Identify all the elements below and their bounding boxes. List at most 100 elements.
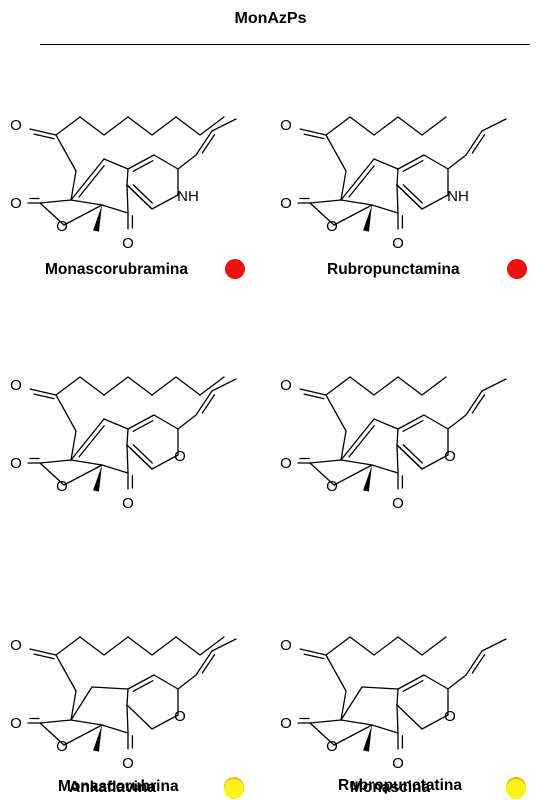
bond: [78, 165, 105, 198]
bond: [340, 690, 347, 721]
lactone-ring-oxygen: O: [56, 478, 68, 495]
ring-nitrogen-nh: NH: [177, 188, 199, 205]
bond: [361, 686, 399, 690]
alkyl-chain-bond: [199, 116, 225, 136]
bond: [481, 118, 507, 132]
bond: [303, 393, 325, 400]
alkyl-chain-bond: [127, 636, 153, 656]
bond: [126, 444, 153, 470]
bond: [70, 430, 77, 461]
bond: [309, 462, 335, 486]
bond: [132, 160, 154, 172]
bond: [421, 454, 449, 470]
bond: [101, 724, 129, 734]
bond: [309, 202, 335, 226]
alkyl-chain-bond: [325, 376, 351, 396]
bond: [340, 418, 375, 461]
bond: [447, 414, 467, 430]
bond: [303, 133, 325, 140]
bond: [299, 648, 327, 656]
ring-oxygen: O: [444, 448, 456, 465]
bond: [396, 184, 399, 214]
bond: [29, 388, 57, 396]
bond: [126, 168, 129, 186]
alkyl-chain-bond: [55, 636, 81, 656]
bond: [371, 724, 399, 734]
color-indicator-dot: [224, 779, 244, 799]
bond: [373, 158, 399, 170]
alkyl-chain-bond: [79, 376, 105, 396]
methyl-wedge-bond: [93, 725, 102, 752]
lactone-carbonyl-oxygen: O: [280, 455, 292, 472]
bond: [340, 459, 373, 466]
bond: [153, 674, 179, 690]
bond: [340, 170, 347, 201]
acyl-carbonyl-oxygen: O: [10, 117, 22, 134]
bond: [423, 414, 449, 430]
bond: [397, 674, 425, 690]
lactone-carbonyl-oxygen: O: [280, 195, 292, 212]
alkyl-chain-bond: [325, 636, 351, 656]
ketone-oxygen: O: [122, 495, 134, 512]
bond: [303, 653, 325, 660]
bond: [340, 719, 373, 726]
bond: [39, 719, 72, 724]
acyl-carbonyl-oxygen: O: [280, 637, 292, 654]
bond: [299, 128, 327, 136]
alkyl-chain-bond: [421, 376, 447, 396]
methyl-wedge-bond: [363, 725, 372, 752]
bond: [70, 170, 77, 201]
bond: [402, 680, 424, 692]
bond: [177, 414, 197, 430]
bond: [127, 414, 155, 430]
bond: [126, 184, 153, 210]
alkyl-chain-bond: [175, 376, 201, 396]
bond: [132, 680, 154, 692]
alkyl-chain-bond: [79, 636, 105, 656]
bond: [132, 420, 154, 432]
bond: [201, 654, 216, 674]
alkyl-chain-bond: [103, 376, 129, 396]
bond: [340, 430, 347, 461]
acyl-carbonyl-oxygen: O: [280, 117, 292, 134]
bond: [151, 194, 179, 210]
bond: [421, 714, 449, 730]
bond: [103, 158, 129, 170]
bond: [29, 128, 57, 136]
bond: [63, 464, 103, 486]
bond: [39, 202, 65, 226]
bond: [340, 158, 375, 201]
bond: [396, 704, 423, 730]
alkyl-chain-bond: [421, 116, 447, 136]
methyl-wedge-bond: [93, 205, 102, 232]
alkyl-chain-bond: [397, 376, 423, 396]
compound-name-label: Rubropunctatina: [338, 777, 462, 794]
bond: [402, 160, 424, 172]
bond: [402, 184, 423, 204]
bond: [70, 158, 105, 201]
compound-name-label: Monascorubramina: [45, 261, 188, 278]
bond: [39, 199, 72, 204]
alkyl-chain-bond: [103, 116, 129, 136]
acyl-carbonyl-oxygen: O: [10, 637, 22, 654]
bond: [70, 459, 103, 466]
bond: [481, 378, 507, 392]
bond: [211, 378, 237, 392]
ring-nitrogen-nh: NH: [447, 188, 469, 205]
bond: [396, 688, 399, 706]
bond: [151, 454, 179, 470]
bond: [39, 722, 65, 746]
bond: [325, 134, 347, 172]
alkyl-chain-bond: [325, 116, 351, 136]
bond: [309, 722, 335, 746]
lactone-carbonyl-oxygen: O: [10, 715, 22, 732]
alkyl-chain-bond: [373, 636, 399, 656]
bond: [396, 184, 423, 210]
bond: [397, 154, 425, 170]
bond: [471, 654, 486, 674]
lactone-carbonyl-oxygen: O: [10, 195, 22, 212]
